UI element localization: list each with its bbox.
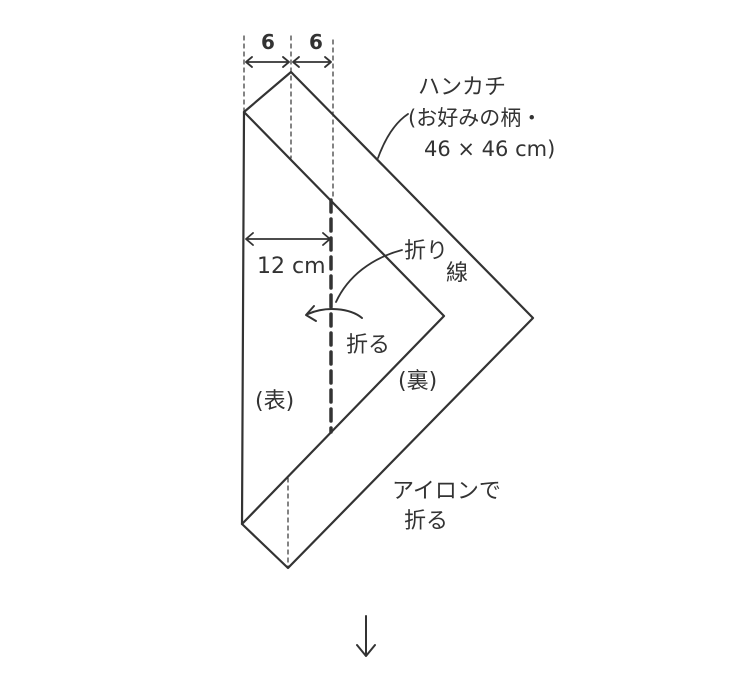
- outer-cloth-outline: [240, 70, 535, 570]
- label-front-side: (表): [255, 389, 294, 414]
- label-fold-line-1: 折り: [404, 239, 448, 264]
- down-arrow-icon: [356, 615, 376, 657]
- dimension-arrow-left: [245, 56, 290, 68]
- fold-direction-arrow: [305, 305, 363, 322]
- label-handkerchief-note-2: 46 × 46 cm): [424, 137, 555, 161]
- dimension-label-fold: 12 cm: [257, 254, 326, 279]
- label-handkerchief: ハンカチ: [418, 75, 506, 100]
- dimension-label-left: 6: [261, 30, 275, 54]
- label-fold-line-2: 線: [446, 261, 468, 286]
- dimension-label-right: 6: [309, 30, 323, 54]
- leader-handkerchief: [377, 113, 409, 159]
- label-iron-2: 折る: [404, 509, 448, 534]
- label-iron-1: アイロンで: [392, 479, 501, 504]
- label-fold-action: 折る: [346, 333, 390, 358]
- leader-fold-line: [335, 249, 403, 303]
- dimension-arrow-right: [292, 56, 332, 68]
- label-back-side: (裏): [398, 369, 437, 394]
- dimension-arrow-fold: [245, 232, 331, 246]
- label-handkerchief-note-1: (お好みの柄・: [408, 106, 542, 130]
- inner-layer-outline: [240, 110, 446, 526]
